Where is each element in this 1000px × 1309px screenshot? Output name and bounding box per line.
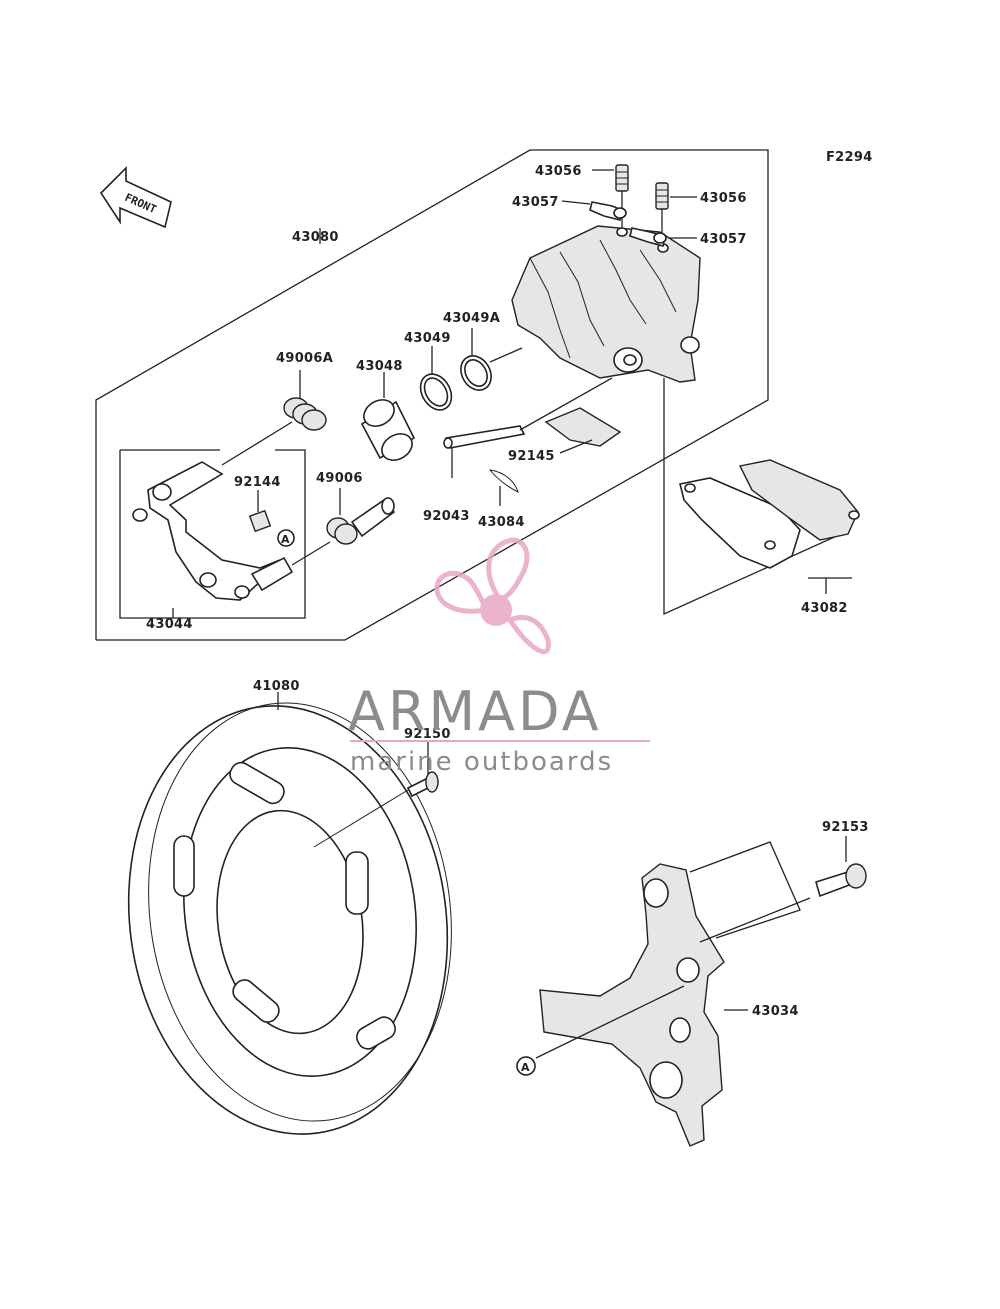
label-43034: 43034 — [752, 1004, 799, 1019]
svg-text:A: A — [521, 1061, 530, 1074]
label-43057-right: 43057 — [700, 232, 747, 247]
label-92153: 92153 — [822, 820, 869, 835]
label-49006: 49006 — [316, 471, 363, 486]
bleeder-cap-right — [629, 227, 667, 247]
label-43048: 43048 — [356, 359, 403, 374]
label-92145: 92145 — [508, 449, 555, 464]
label-43080: 43080 — [292, 230, 339, 245]
watermark-propeller-icon — [434, 537, 551, 655]
watermark: ARMADA marine outboards — [348, 537, 650, 777]
caliper-bracket-43044 — [132, 461, 294, 601]
bleeder-cap-left — [589, 201, 627, 221]
caliper-assembly-outline — [95, 149, 769, 641]
boot-49006A — [283, 397, 327, 431]
mount-bolt-92153 — [815, 863, 867, 898]
label-43056-left: 43056 — [535, 164, 582, 179]
brake-pads-43082 — [679, 459, 860, 569]
label-49006A: 49006A — [276, 351, 333, 366]
label-92150: 92150 — [404, 727, 451, 742]
clip-43084 — [488, 469, 519, 493]
callout-a-lower: A — [516, 1056, 536, 1076]
label-41080: 41080 — [253, 679, 300, 694]
svg-text:A: A — [281, 533, 290, 546]
caliper-mount-43034 — [539, 863, 725, 1147]
boot-49006 — [326, 497, 396, 545]
watermark-tagline: marine outboards — [350, 747, 613, 777]
disc-bolt-92150 — [406, 771, 439, 798]
label-43049A: 43049A — [443, 311, 500, 326]
pad-pin-92043 — [443, 425, 526, 449]
figure-code: F2294 — [826, 150, 873, 165]
callout-a-upper: A — [277, 529, 295, 547]
bleeder-valve-right — [655, 182, 669, 244]
piston-43048 — [360, 399, 416, 461]
brake-disc-41080 — [127, 702, 452, 1135]
label-92043: 92043 — [423, 509, 470, 524]
label-43082: 43082 — [801, 601, 848, 616]
label-43057-left: 43057 — [512, 195, 559, 210]
caliper-body — [511, 225, 701, 383]
label-43084: 43084 — [478, 515, 525, 530]
front-arrow-icon: FRONT — [99, 166, 172, 229]
label-43044: 43044 — [146, 617, 193, 632]
label-43049: 43049 — [404, 331, 451, 346]
label-43056-right: 43056 — [700, 191, 747, 206]
watermark-brand: ARMADA — [348, 680, 602, 743]
pad-spring-92144 — [248, 509, 272, 533]
bleeder-valve-left — [615, 164, 629, 228]
label-92144: 92144 — [234, 475, 281, 490]
pad-spring-92145 — [544, 407, 622, 447]
